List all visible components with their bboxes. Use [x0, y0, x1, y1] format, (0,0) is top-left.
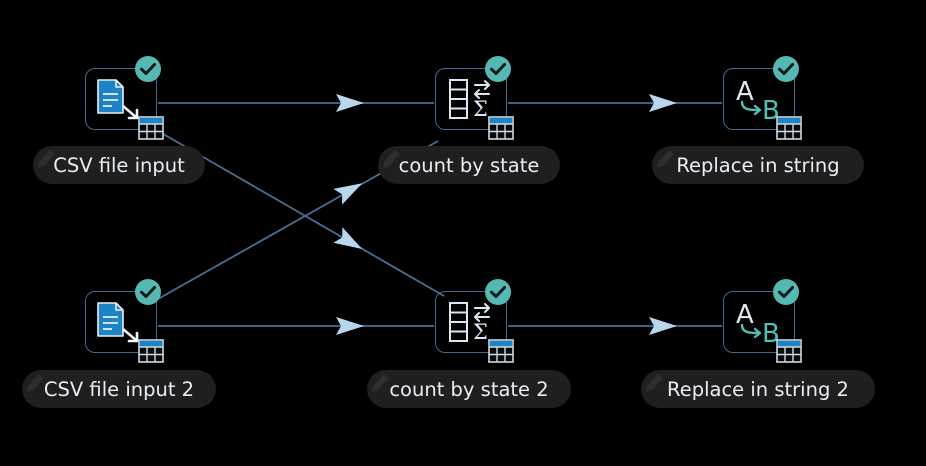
svg-text:Σ: Σ [473, 320, 488, 344]
node-csv-file-input-2[interactable] [85, 279, 164, 363]
group-by-sum-icon: Σ [449, 79, 490, 121]
annotation-mark-icon [646, 374, 663, 392]
node-replace-in-string-2[interactable]: A B [723, 279, 802, 363]
svg-text:Σ: Σ [473, 97, 488, 121]
node-frame [435, 68, 507, 130]
node-count-by-state-2[interactable]: Σ [435, 279, 514, 363]
node-label-text: Replace in string [676, 153, 840, 177]
table-port-icon[interactable] [776, 339, 802, 363]
node-label-text: CSV file input [53, 153, 185, 177]
node-label-csv-file-input[interactable]: CSV file input [33, 146, 205, 184]
node-label-replace-in-string[interactable]: Replace in string [652, 146, 864, 184]
group-by-sum-icon: Σ [449, 302, 490, 344]
check-circle-icon[interactable] [771, 54, 801, 84]
svg-text:A: A [736, 77, 754, 107]
node-frame [435, 291, 507, 353]
check-circle-icon[interactable] [133, 54, 163, 84]
table-port-icon[interactable] [488, 116, 514, 140]
edge-arrowhead-icon [333, 227, 363, 249]
annotation-mark-icon [657, 150, 674, 168]
node-count-by-state[interactable]: Σ [435, 56, 514, 140]
csv-document-to-table-icon [97, 302, 139, 343]
replace-a-to-b-icon: A B [736, 300, 780, 349]
node-label-text: Replace in string 2 [667, 377, 849, 401]
node-label-count-by-state[interactable]: count by state [378, 146, 560, 184]
node-csv-file-input[interactable] [85, 56, 164, 140]
check-circle-icon[interactable] [483, 54, 513, 84]
table-port-icon[interactable] [138, 339, 164, 363]
check-circle-icon[interactable] [483, 277, 513, 307]
node-label-csv-file-input-2[interactable]: CSV file input 2 [22, 370, 216, 408]
edge-arrowhead-icon [649, 317, 677, 335]
svg-text:B: B [762, 96, 780, 126]
node-label-text: count by state [398, 153, 540, 177]
edge[interactable] [508, 94, 722, 112]
node-frame [723, 291, 795, 353]
svg-text:B: B [762, 319, 780, 349]
svg-text:A: A [736, 300, 754, 330]
check-circle-icon[interactable] [133, 277, 163, 307]
edge-arrowhead-icon [336, 317, 364, 335]
node-label-text: CSV file input 2 [43, 377, 195, 401]
edge[interactable] [158, 317, 434, 335]
node-label-text: count by state 2 [389, 377, 549, 401]
node-replace-in-string[interactable]: A B [723, 56, 802, 140]
table-port-icon[interactable] [138, 116, 164, 140]
node-frame [85, 68, 157, 130]
check-circle-icon[interactable] [771, 277, 801, 307]
edge[interactable] [508, 317, 722, 335]
edge-arrowhead-icon [333, 183, 363, 205]
table-port-icon[interactable] [488, 339, 514, 363]
node-label-count-by-state-2[interactable]: count by state 2 [367, 370, 571, 408]
edge[interactable] [158, 94, 434, 112]
edge-arrowhead-icon [336, 94, 364, 112]
replace-a-to-b-icon: A B [736, 77, 780, 126]
node-label-replace-in-string-2[interactable]: Replace in string 2 [641, 370, 875, 408]
edge-arrowhead-icon [649, 94, 677, 112]
node-frame [723, 68, 795, 130]
table-port-icon[interactable] [776, 116, 802, 140]
csv-document-to-table-icon [97, 79, 139, 120]
node-frame [85, 291, 157, 353]
